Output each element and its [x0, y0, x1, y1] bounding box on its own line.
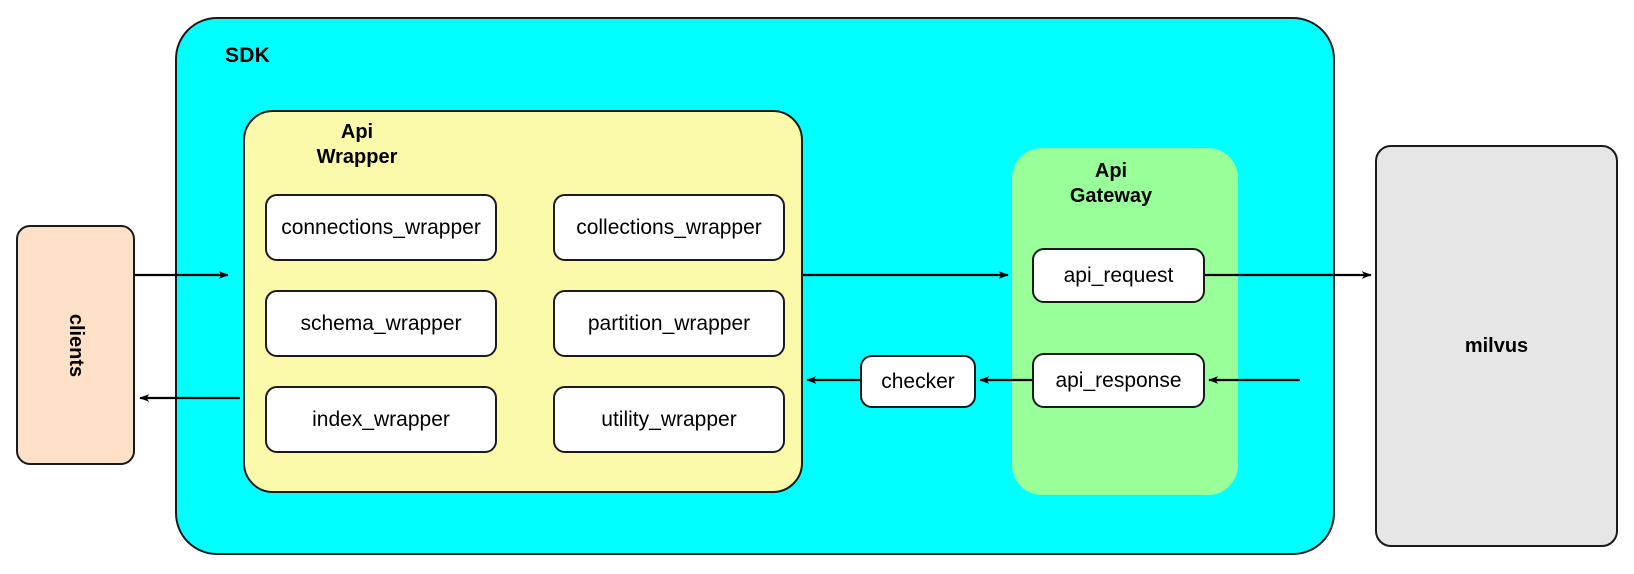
module-api-response[interactable]: api_response: [1032, 353, 1205, 408]
module-label: connections_wrapper: [281, 215, 481, 239]
module-label: collections_wrapper: [576, 215, 762, 239]
checker-node[interactable]: checker: [860, 355, 976, 408]
module-label: index_wrapper: [312, 407, 450, 431]
module-label: api_response: [1055, 368, 1182, 392]
clients-node[interactable]: clients: [16, 225, 135, 465]
module-index-wrapper[interactable]: index_wrapper: [265, 386, 497, 453]
module-collections-wrapper[interactable]: collections_wrapper: [553, 194, 785, 261]
milvus-node[interactable]: milvus: [1375, 145, 1618, 547]
module-schema-wrapper[interactable]: schema_wrapper: [265, 290, 497, 357]
module-utility-wrapper[interactable]: utility_wrapper: [553, 386, 785, 453]
api-gateway-container: Api Gateway: [1012, 148, 1238, 495]
module-partition-wrapper[interactable]: partition_wrapper: [553, 290, 785, 357]
module-connections-wrapper[interactable]: connections_wrapper: [265, 194, 497, 261]
milvus-label: milvus: [1464, 334, 1529, 357]
checker-label: checker: [881, 369, 955, 393]
api-gateway-label: Api Gateway: [1069, 160, 1153, 207]
module-label: partition_wrapper: [587, 311, 751, 335]
module-label: api_request: [1063, 263, 1174, 287]
api-wrapper-label: Api Wrapper: [316, 121, 398, 168]
sdk-label: SDK: [225, 44, 270, 67]
clients-label: clients: [64, 313, 87, 377]
module-label: schema_wrapper: [300, 311, 462, 335]
module-label: utility_wrapper: [601, 407, 737, 431]
module-api-request[interactable]: api_request: [1032, 248, 1205, 303]
